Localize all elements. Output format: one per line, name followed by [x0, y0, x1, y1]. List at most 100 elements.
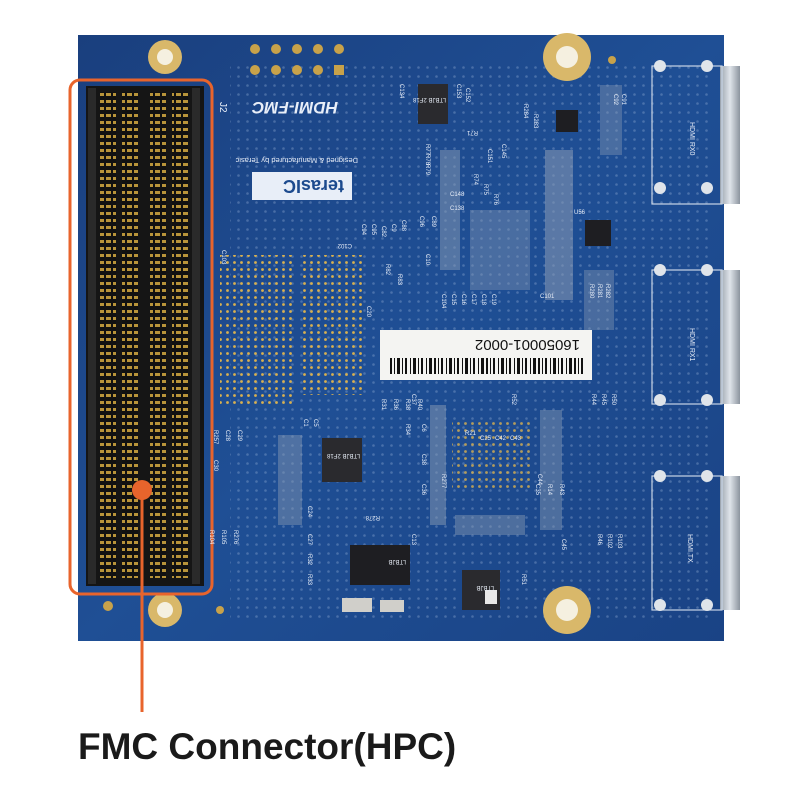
bga-grid-left — [220, 255, 295, 405]
ref-58: R32 — [306, 554, 312, 566]
ref-23: C96 — [418, 216, 424, 228]
ref-5: R77 — [424, 144, 430, 156]
serial-number-text: 16050001-0002 — [475, 336, 580, 353]
ref-71: R104 — [208, 530, 214, 545]
ref-31: C10 — [424, 254, 430, 266]
ref-80: R45 — [600, 394, 606, 406]
ref-33: C102 — [337, 242, 352, 248]
ref-69: R102 — [606, 534, 612, 549]
ref-73: R276 — [232, 530, 238, 545]
ref-56: C24 — [306, 506, 312, 518]
ref-11: R75 — [482, 184, 488, 196]
ref-16: R282 — [604, 284, 610, 299]
ref-43: C28 — [224, 430, 230, 442]
ref-32: C101 — [540, 294, 555, 300]
ref-49: R40 — [416, 399, 422, 411]
ref-21: C95 — [370, 224, 376, 236]
ref-76: C35 — [534, 484, 540, 496]
mounting-holes — [148, 33, 591, 634]
ref-8: C148 — [450, 192, 465, 198]
ref-47: R36 — [392, 399, 398, 411]
ref-52: C6 — [420, 424, 426, 432]
ref-82: R51 — [520, 574, 526, 586]
ref-77: R14 — [546, 484, 552, 496]
hdmi-ports — [651, 60, 740, 611]
edge-pads — [103, 56, 616, 614]
ref-0: C134 — [398, 84, 404, 99]
ref-64: C42 — [495, 436, 507, 442]
ref-14: R284 — [522, 104, 528, 119]
ref-15: R283 — [532, 114, 538, 129]
ref-36: C15 — [450, 294, 456, 306]
ref-74: R277 — [440, 474, 446, 489]
ref-25: C88 — [400, 220, 406, 232]
ref-24: C89 — [430, 216, 436, 228]
ref-46: R31 — [380, 399, 386, 411]
hdmi-port-rx0 — [651, 60, 740, 205]
ref-37: C16 — [460, 294, 466, 306]
bga-grid-right — [300, 255, 362, 395]
ref-1: C153 — [455, 84, 461, 99]
ref-6: R78 — [424, 154, 430, 166]
ref-3: C151 — [486, 149, 492, 164]
ic-grid-center — [452, 420, 534, 488]
ref-28: R82 — [384, 264, 390, 276]
ref-42: R257 — [212, 430, 218, 445]
designer-text: Designed & Manufactured by Terasic — [235, 156, 358, 165]
passive-components — [278, 85, 622, 535]
ref-67: C45 — [560, 539, 566, 551]
ref-60: R34 — [404, 424, 410, 436]
ref-9: C138 — [450, 206, 465, 212]
port-label-rx0: HDMI RX0 — [688, 122, 695, 156]
ref-63: C25 — [480, 436, 492, 442]
board-name-text: HDMI-FMC — [251, 98, 338, 117]
caption-fmc-connector: FMC Connector(HPC) — [78, 726, 457, 767]
ref-29: R83 — [396, 274, 402, 286]
ref-57: C27 — [306, 534, 312, 546]
barcode — [390, 358, 583, 374]
ref-78: R43 — [558, 484, 564, 496]
ref-50: C1 — [302, 419, 308, 427]
chip-marking-3: LTBJB — [476, 584, 494, 590]
fmc-connector — [86, 86, 204, 586]
ref-48: R38 — [404, 399, 410, 411]
ref-10: R74 — [472, 174, 478, 186]
ref-30: U56 — [574, 210, 586, 216]
hdmi-port-tx — [651, 470, 740, 611]
ref-7: R79 — [424, 164, 430, 176]
ref-39: C18 — [480, 294, 486, 306]
ref-61: C13 — [410, 534, 416, 546]
ref-83: R52 — [510, 394, 516, 406]
header-pads — [250, 44, 344, 75]
ref-26: C9 — [390, 224, 396, 232]
ref-2: C152 — [464, 88, 470, 103]
chip-marking-1: LTBJB 2F18 — [412, 96, 446, 102]
ref-27: C82 — [380, 226, 386, 238]
ref-55: C37 — [410, 394, 416, 406]
ref-35: C104 — [440, 294, 446, 309]
ref-38: C17 — [470, 294, 476, 306]
ref-17: R281 — [596, 284, 602, 299]
connector-ref-text: J2 — [217, 102, 228, 113]
ref-65: C43 — [510, 436, 522, 442]
ref-40: C19 — [490, 294, 496, 306]
ref-54: C36 — [420, 484, 426, 496]
ref-4: R71 — [466, 129, 478, 135]
hdmi-port-rx1 — [651, 264, 740, 406]
ref-53: C38 — [420, 454, 426, 466]
ref-19: C91 — [620, 94, 626, 106]
ref-45: C30 — [212, 460, 218, 472]
ref-66: C44 — [536, 474, 542, 486]
ref-79: R44 — [590, 394, 596, 406]
chip-marking-4: LTBJB — [388, 558, 406, 564]
ref-51: C5 — [312, 419, 318, 427]
ref-72: R105 — [220, 530, 226, 545]
chips — [322, 84, 611, 612]
ref-70: R103 — [616, 534, 622, 549]
ref-41: C20 — [365, 306, 371, 318]
ref-12: R76 — [492, 194, 498, 206]
ref-81: R50 — [610, 394, 616, 406]
ref-62: R21 — [465, 431, 477, 437]
ref-20: C92 — [612, 94, 618, 106]
